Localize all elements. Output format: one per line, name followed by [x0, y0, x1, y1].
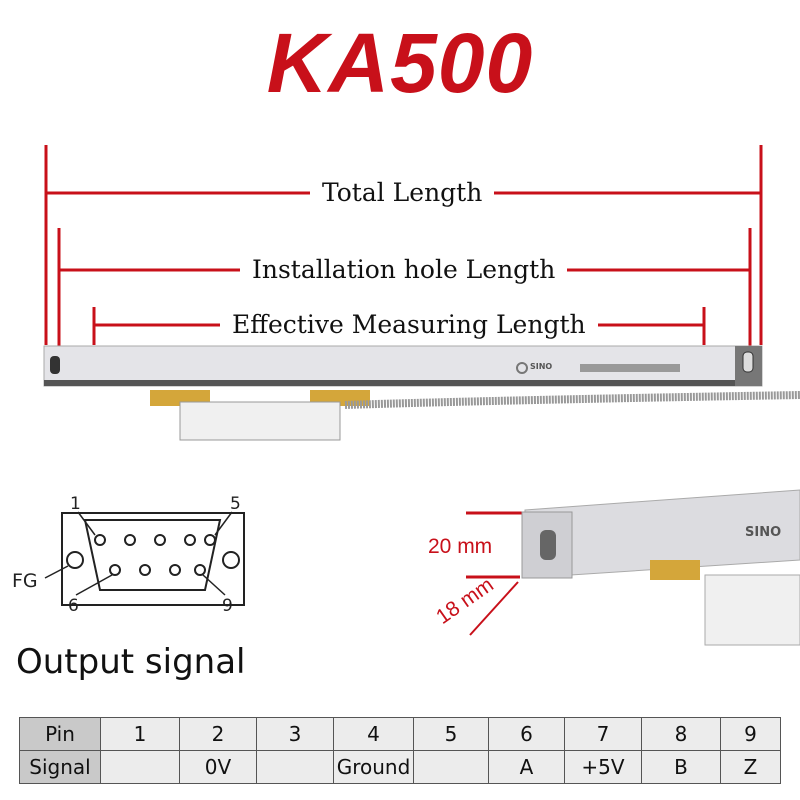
linear-scale: [43, 345, 800, 441]
scale-end-photo: [521, 489, 800, 646]
table-cell: 7: [564, 717, 642, 751]
total-length-label: Total Length: [310, 178, 495, 208]
table-cell: [100, 750, 180, 784]
effective-length-label: Effective Measuring Length: [220, 310, 598, 340]
table-cell: 3: [256, 717, 334, 751]
pin-1-label: 1: [70, 494, 81, 514]
brand-logo: SINO: [530, 362, 553, 371]
install-hole-length-label: Installation hole Length: [240, 255, 568, 285]
table-cell: [413, 750, 489, 784]
table-cell: +5V: [564, 750, 642, 784]
table-cell: A: [488, 750, 565, 784]
table-cell: 1: [100, 717, 180, 751]
row-header-signal: Signal: [19, 750, 101, 784]
pin-9-label: 9: [222, 596, 233, 616]
table-cell: 2: [179, 717, 257, 751]
table-row: Pin 1 2 3 4 5 6 7 8 9: [19, 717, 781, 751]
output-signal-heading: Output signal: [16, 642, 246, 682]
pin-5-label: 5: [230, 494, 241, 514]
table-cell: 8: [641, 717, 721, 751]
table-cell: Z: [720, 750, 781, 784]
fg-label: FG: [12, 570, 38, 592]
table-cell: 5: [413, 717, 489, 751]
table-cell: [256, 750, 334, 784]
pin-signal-table: Pin 1 2 3 4 5 6 7 8 9 Signal 0V Ground A…: [19, 717, 781, 784]
brand-logo-closeup: SINO: [745, 525, 782, 540]
table-cell: 9: [720, 717, 781, 751]
db9-connector: [44, 511, 245, 606]
model-title: KA500: [266, 16, 534, 110]
table-cell: 6: [488, 717, 565, 751]
table-cell: Ground: [333, 750, 414, 784]
table-cell: 4: [333, 717, 414, 751]
table-cell: 0V: [179, 750, 257, 784]
height-dimension: 20 mm: [428, 535, 493, 558]
row-header-pin: Pin: [19, 717, 101, 751]
table-row: Signal 0V Ground A +5V B Z: [19, 750, 781, 784]
pin-6-label: 6: [68, 596, 79, 616]
table-cell: B: [641, 750, 721, 784]
